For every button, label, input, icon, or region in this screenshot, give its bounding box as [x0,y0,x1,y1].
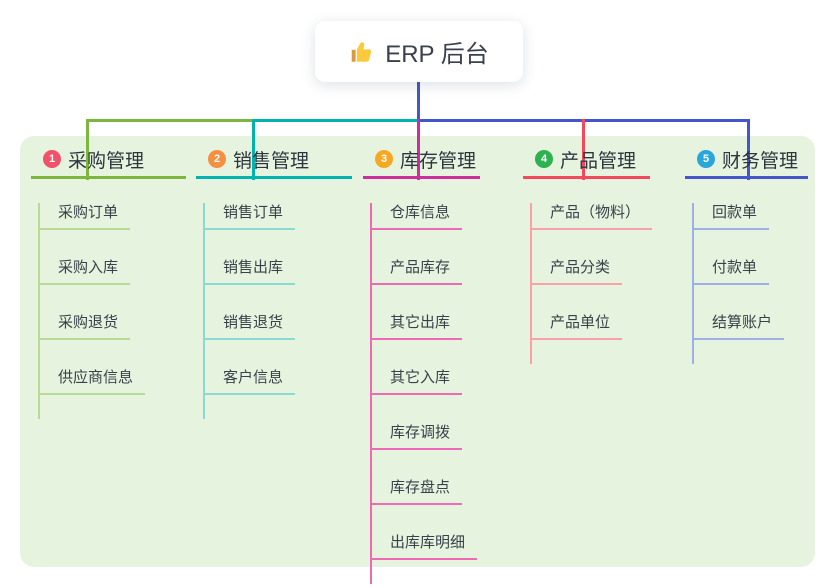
child-label: 其它入库 [390,369,451,386]
child-node[interactable]: 销售退货 [203,313,296,340]
children-connector-line [370,203,372,584]
child-node[interactable]: 其它出库 [370,313,463,340]
branch-badge: 4 [535,150,553,168]
branch-children: 产品（物料） 产品分类产品单位 [530,203,653,364]
connector-drop-inventory [417,119,420,180]
branch-badge: 3 [375,150,393,168]
child-label: 库存盘点 [390,479,451,496]
child-label: 结算账户 [712,314,773,331]
connector-hbar-sales [252,119,419,122]
branches-panel [20,136,815,567]
children-connector-line [530,203,532,364]
connector-drop-purchase [86,119,89,180]
branch-badge: 1 [43,150,61,168]
child-label: 出库库明细 [390,534,466,551]
child-node[interactable]: 供应商信息 [38,368,146,395]
child-label: 其它出库 [390,314,451,331]
child-node[interactable]: 采购订单 [38,203,131,230]
child-label: 库存调拨 [390,424,451,441]
branch-children: 仓库信息产品库存其它出库其它入库库存调拨库存盘点出库库明细 [370,203,480,584]
child-label: 客户信息 [223,369,284,386]
child-node[interactable]: 产品单位 [530,313,623,340]
connector-drop-finance [747,119,750,180]
branch-badge: 5 [697,150,715,168]
branch-inventory-management: 3 库存管理 仓库信息产品库存其它出库其它入库库存调拨库存盘点出库库明细 [363,146,480,584]
branch-header[interactable]: 3 库存管理 [363,146,480,179]
children-connector-line [38,203,40,419]
child-node[interactable]: 仓库信息 [370,203,463,230]
child-label: 供应商信息 [58,369,134,386]
branch-label: 销售管理 [233,150,310,172]
child-node[interactable]: 销售出库 [203,258,296,285]
branch-children: 回款单付款单结算账户 [692,203,808,364]
branch-badge: 2 [208,150,226,168]
child-node[interactable]: 采购退货 [38,313,131,340]
branch-children: 销售订单销售出库销售退货客户信息 [203,203,352,419]
branch-header[interactable]: 5 财务管理 [685,146,808,179]
root-title: ERP 后台 [385,41,489,68]
child-node[interactable]: 付款单 [692,258,770,285]
branch-label: 财务管理 [722,150,799,172]
child-node[interactable]: 库存调拨 [370,423,463,450]
branch-header[interactable]: 1 采购管理 [31,146,186,179]
branch-label: 采购管理 [68,150,145,172]
branch-header[interactable]: 2 销售管理 [196,146,352,179]
child-node[interactable]: 采购入库 [38,258,131,285]
child-label: 销售出库 [223,259,284,276]
connector-drop-sales [252,119,255,180]
child-label: 销售订单 [223,204,284,221]
child-node[interactable]: 回款单 [692,203,770,230]
child-label: 产品（物料） [550,204,641,221]
child-label: 产品单位 [550,314,611,331]
child-node[interactable]: 出库库明细 [370,533,478,560]
branch-purchase-management: 1 采购管理 采购订单采购入库采购退货供应商信息 [31,146,186,419]
child-node[interactable]: 产品库存 [370,258,463,285]
child-node[interactable]: 客户信息 [203,368,296,395]
child-label: 付款单 [712,259,758,276]
child-label: 采购入库 [58,259,119,276]
connector-root-line [417,81,420,121]
child-node[interactable]: 销售订单 [203,203,296,230]
children-connector-line [203,203,205,419]
thumbs-up-icon [349,39,375,65]
child-label: 采购订单 [58,204,119,221]
child-label: 采购退货 [58,314,119,331]
child-label: 仓库信息 [390,204,451,221]
child-node[interactable]: 其它入库 [370,368,463,395]
children-connector-line [692,203,694,364]
child-label: 销售退货 [223,314,284,331]
branch-label: 产品管理 [560,150,637,172]
branch-finance-management: 5 财务管理 回款单付款单结算账户 [685,146,808,364]
child-node[interactable]: 库存盘点 [370,478,463,505]
branch-header[interactable]: 4 产品管理 [523,146,650,179]
child-label: 回款单 [712,204,758,221]
child-label: 产品分类 [550,259,611,276]
branch-product-management: 4 产品管理 产品（物料） 产品分类产品单位 [523,146,653,364]
branch-children: 采购订单采购入库采购退货供应商信息 [38,203,186,419]
connector-drop-product [582,119,585,180]
root-node[interactable]: ERP 后台 [315,21,523,82]
connector-hbar-purchase [86,119,254,122]
child-label: 产品库存 [390,259,451,276]
child-node[interactable]: 产品分类 [530,258,623,285]
branch-sales-management: 2 销售管理 销售订单销售出库销售退货客户信息 [196,146,352,419]
child-node[interactable]: 结算账户 [692,313,785,340]
child-node[interactable]: 产品（物料） [530,203,653,230]
branch-label: 库存管理 [400,150,477,172]
